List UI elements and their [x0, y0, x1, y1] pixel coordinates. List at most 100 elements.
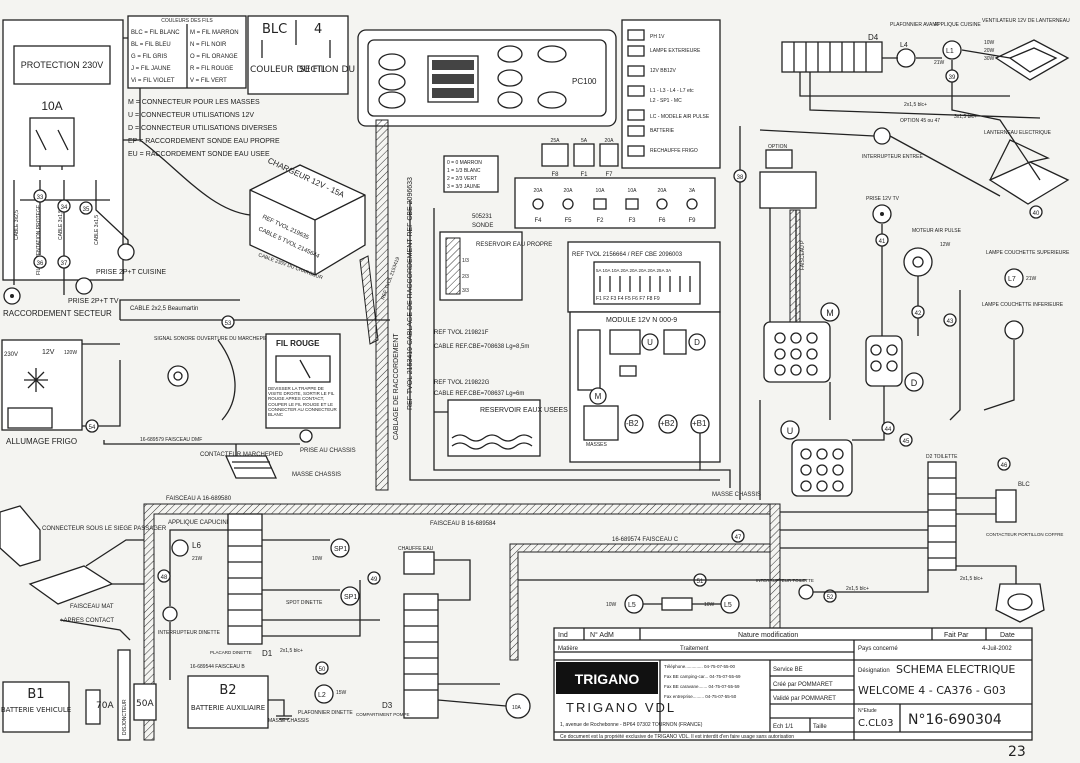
- moteur-air-pulse: MOTEUR AIR PULSE 12W: [903, 228, 962, 277]
- protection-label: PROTECTION 230V: [21, 60, 104, 70]
- legend-row-2: G = FIL GRIS: [131, 54, 167, 60]
- vertical-ref-text: REF TVOL 2153419 CABLAGE DE RACCORDEMENT…: [407, 177, 414, 410]
- option-box: OPTION: [759, 144, 817, 209]
- pc-legend-4: L2 - SP1 - MC: [650, 98, 682, 104]
- b2-faisceau-label: 16-689544 FAISCEAU B: [190, 664, 245, 670]
- b1-text: BATTERIE VEHICULE: [1, 706, 71, 714]
- pc-legend-3: L1 - L3 - L4 - L7 etc: [650, 88, 694, 94]
- fuse-box-amps: 5A 10A 10A 20A 20A 20A 20A 25A 3A: [596, 268, 671, 273]
- lampe-sup-label: LAMPE COUCHETTE SUPERIEURE: [986, 250, 1070, 256]
- l2-watts: 15W: [336, 690, 347, 696]
- bubble-group-left: 33 34 35 36 37: [33, 189, 93, 269]
- lanterneau: LANTERNEAU ELECTRIQUE: [984, 130, 1070, 205]
- lampe-inf-label: LAMPE COUCHETTE INFERIEURE: [982, 302, 1064, 308]
- cable-beaumartin: CABLE 2x2,5 Beaumartin: [130, 306, 198, 312]
- trigano-logo-text: TRIGANO: [575, 671, 640, 687]
- table-h-nature: Nature modification: [738, 632, 798, 639]
- option45-label: OPTION 45 ou 47: [900, 118, 940, 124]
- pc-legend-6: BATTERIE: [650, 128, 675, 134]
- fuse-row-name-5: F9: [688, 218, 696, 224]
- connector-legend: M = CONNECTEUR POUR LES MASSES U = CONNE…: [128, 99, 280, 158]
- contacteur-portillon: BLC CONTACTEUR PORTILLON COFFRE: [956, 482, 1063, 537]
- bubble-45: 45: [903, 439, 910, 445]
- fuse-row-amp-2: 10A: [596, 188, 606, 194]
- bubble-75: [299, 429, 313, 443]
- connector-legend-1: U = CONNECTEUR UTILISATIONS 12V: [128, 112, 254, 119]
- l5-label: L5: [628, 602, 636, 609]
- vertical-cablage-text: CABLAGE DE RACCORDEMENT: [393, 333, 400, 440]
- fuse-row-name-2: F2: [596, 218, 604, 224]
- wire-masse-module: [699, 433, 731, 488]
- pc-legend: PH 1V LAMPE EXTERIEURE 12V BB12V L1 - L3…: [621, 19, 721, 169]
- sp-watts: 10W: [312, 556, 323, 562]
- fuse-row-amp-3: 10A: [628, 188, 638, 194]
- svg-text:3/3: 3/3: [462, 288, 469, 294]
- siege-connector: CONNECTEUR SOUS LE SIEGE PASSAGER FAISCE…: [0, 505, 167, 641]
- table-traitement: Traitement: [680, 646, 709, 652]
- d3-label: D3: [382, 701, 393, 710]
- legend-row-7: O = FIL ORANGE: [190, 54, 238, 60]
- module-m: M: [595, 392, 602, 401]
- interrupteur-dinette: INTERRUPTEUR DINETTE: [158, 606, 221, 636]
- legend-row-9: V = FIL VERT: [190, 78, 227, 84]
- placard-dinette-label: PLACARD DINETTE: [210, 650, 252, 655]
- ventilateur-label: VENTILATEUR 12V DE LANTERNEAU: [982, 18, 1070, 24]
- signal-sonore: SIGNAL SONORE OUVERTURE DU MARCHEPIED: [154, 336, 272, 387]
- bubble-39: 39: [949, 75, 956, 81]
- vertical-cable-band: CABLAGE DE RACCORDEMENT REF TVOL 2153419…: [359, 119, 414, 491]
- bubble-37: 37: [61, 261, 68, 267]
- etude-value: C.CL03: [858, 718, 893, 729]
- cont-d-label: D: [911, 378, 918, 388]
- connector-d-right: D: [865, 335, 924, 392]
- bubble-34: 34: [61, 205, 68, 211]
- table-ech: Ech 1/1: [773, 724, 794, 730]
- model-value: WELCOME 4 - CA376 - G03: [858, 684, 1006, 697]
- pin-plus-b2: +B2: [660, 419, 675, 428]
- svg-text:2/3: 2/3: [462, 274, 469, 280]
- d2-label: D2 TOILETTE: [926, 454, 958, 460]
- wire-entree: [759, 129, 1001, 197]
- table-matiere: Matière: [558, 646, 579, 652]
- bubble-35: 35: [83, 207, 90, 213]
- table-h-adm: N° AdM: [590, 631, 614, 639]
- fuse-top-amp-0: 25A: [551, 138, 561, 144]
- d1-block: D1 PLACARD DINETTE: [210, 513, 273, 658]
- bubble-36: 36: [37, 261, 44, 267]
- tel-row-1: Fax BE camping-car... 04-75-07-55-69: [664, 674, 741, 679]
- faisceau-p-label: FAISCEAU P: [800, 240, 806, 270]
- page-number: 23: [1008, 744, 1026, 760]
- table-pays: Pays concerné: [858, 646, 898, 652]
- wire-marchepied: [103, 440, 300, 456]
- faisceau-d-label: 16-689579 FAISCEAU DMF: [140, 437, 202, 443]
- socket-dot: [10, 294, 14, 298]
- table-h-date: Date: [1000, 632, 1015, 639]
- table-footer: Ce document est la propriété exclusive d…: [560, 734, 794, 740]
- bubble-group-right: 38 39 40 41 42 43 44 45 46 47 48 49 50 5…: [85, 69, 1043, 675]
- module-d: D: [694, 338, 700, 347]
- plafonnier-avant-label: PLAFONNIER AVANT: [890, 22, 939, 28]
- fuse-box-header: REF TVOL 2156664 / REF CBE 2096003: [572, 252, 683, 258]
- wire-color-legend: COULEURS DES FILS BLC = FIL BLANC BL = F…: [127, 15, 247, 89]
- wire-legend-couleur: COULEUR DU FIL: [250, 65, 326, 75]
- wire-to-chargeur: [139, 139, 251, 216]
- designation-label: Désignation: [858, 668, 890, 674]
- frigo-120w: 120W: [64, 350, 77, 356]
- legend-row-6: N = FIL NOIR: [190, 42, 227, 48]
- module-label: MODULE 12V N 000-9: [606, 317, 677, 324]
- legend-row-4: Vi = FIL VIOLET: [131, 78, 175, 84]
- fil-rouge-callout: FIL ROUGE DEVISSER LA TRAPPE DE VISITE D…: [265, 333, 341, 429]
- tel-row-0: Téléphone.............. 04-75-07-55-00: [664, 664, 736, 669]
- bubble-42: 42: [915, 311, 922, 317]
- plafonnier-avant: PLAFONNIER AVANT L4: [890, 22, 939, 68]
- fuse-row-amp-1: 20A: [564, 188, 574, 194]
- blc-right: BLC: [1018, 482, 1030, 488]
- compartiment-pompe-label: COMPARTIMENT POMPE: [356, 712, 410, 717]
- table-service: Service BE: [773, 667, 803, 673]
- spot-dinette-label: SPOT DINETTE: [286, 600, 323, 606]
- fuse-row-name-1: F5: [564, 218, 572, 224]
- masse-chassis-b2: MASSE CHASSIS: [268, 718, 310, 724]
- ventilateur: VENTILATEUR 12V DE LANTERNEAU 10W 20W 30…: [982, 18, 1070, 81]
- cont-m-label: M: [826, 308, 834, 318]
- prise-cuisine-icon: [117, 243, 135, 261]
- wire-2x15b-label: 2x1,5 blc+: [960, 576, 983, 582]
